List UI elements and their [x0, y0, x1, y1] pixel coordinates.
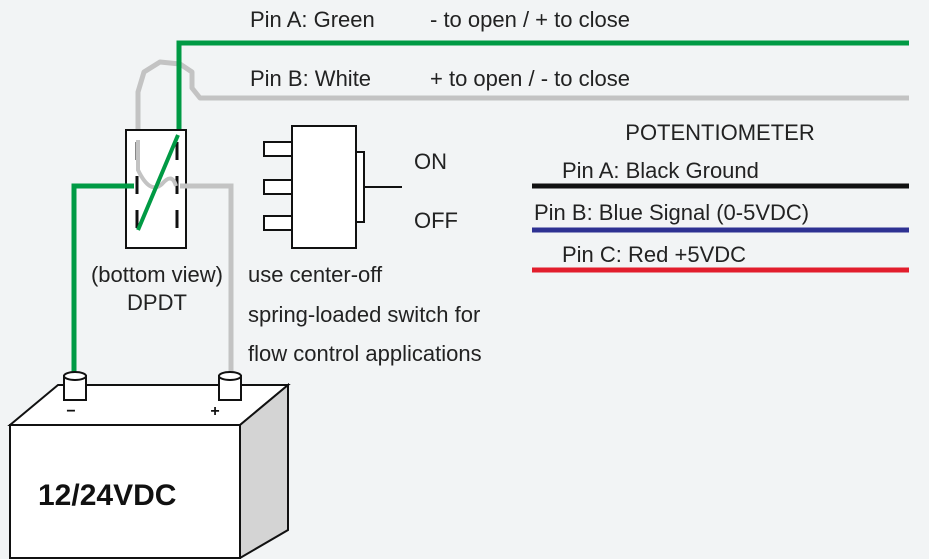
- white-wire-crossover: [136, 140, 178, 190]
- dpdt-label: DPDT: [127, 290, 187, 315]
- battery-front-face: [9, 424, 241, 559]
- white-wire-battery: [180, 183, 234, 372]
- on-label: ON: [414, 149, 447, 174]
- pot-pin-b-label: Pin B: Blue Signal (0-5VDC): [534, 200, 809, 225]
- switch-note-line-1: use center-off: [248, 262, 383, 287]
- switch-note-line-3: flow control applications: [248, 341, 482, 366]
- battery-negative-sign: −: [66, 403, 75, 420]
- rocker-switch-terminal: [263, 141, 293, 157]
- dpdt-switch: [125, 129, 187, 249]
- pot-pin-a-label: Pin A: Black Ground: [562, 158, 759, 183]
- battery-positive-terminal: [218, 371, 242, 401]
- off-label: OFF: [414, 208, 458, 233]
- bottom-view-label: (bottom view): [91, 262, 223, 287]
- rocker-switch-terminal: [263, 179, 293, 195]
- green-wire-battery: [71, 183, 134, 372]
- pin-b-white-label: Pin B: White: [250, 66, 371, 91]
- pot-pin-c-label: Pin C: Red +5VDC: [562, 242, 746, 267]
- rocker-switch-body: [291, 125, 357, 249]
- battery-voltage-label: 12/24VDC: [38, 479, 176, 512]
- switch-note-line-2: spring-loaded switch for: [248, 302, 480, 327]
- pin-a-green-label: Pin A: Green: [250, 7, 375, 32]
- green-wire-crossover: [136, 134, 180, 231]
- potentiometer-title: POTENTIOMETER: [625, 120, 814, 145]
- green-wire: [176, 40, 909, 130]
- battery-negative-terminal: [63, 371, 87, 401]
- rocker-switch-terminal: [263, 215, 293, 231]
- rocker-switch-bezel: [355, 151, 365, 223]
- battery-positive-sign: +: [210, 403, 219, 420]
- rocker-switch: [263, 125, 402, 249]
- pin-a-green-note: - to open / + to close: [430, 7, 630, 32]
- pin-b-white-note: + to open / - to close: [430, 66, 630, 91]
- battery: − + 12/24VDC: [7, 371, 291, 559]
